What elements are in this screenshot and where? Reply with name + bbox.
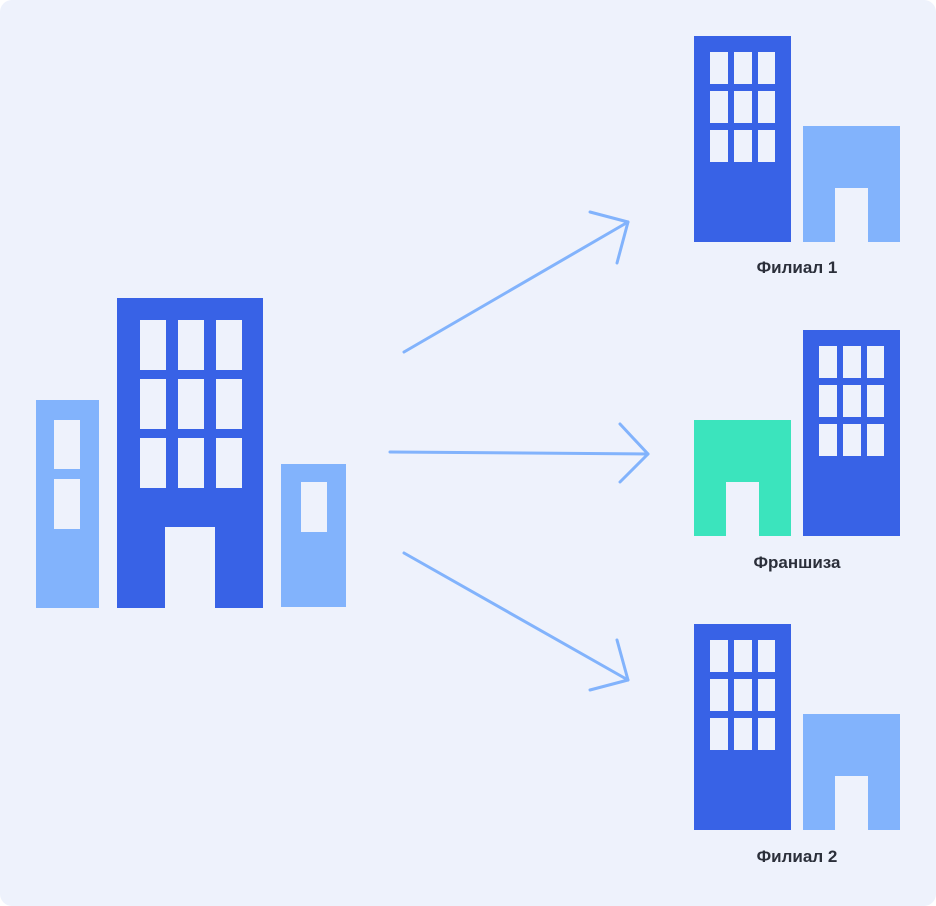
headquarters-buildings-icon	[36, 298, 346, 608]
arrow-to-branch2	[402, 551, 630, 692]
branch2-label: Филиал 2	[756, 847, 838, 866]
franchise-label: Франшиза	[753, 553, 841, 572]
arrow-to-branch1	[402, 210, 630, 354]
branch1-buildings-icon	[694, 36, 900, 242]
franchise-buildings-icon	[694, 330, 900, 536]
arrow-to-franchise	[388, 422, 650, 484]
branch2-buildings-icon	[694, 624, 900, 830]
branch1-label: Филиал 1	[756, 258, 838, 277]
